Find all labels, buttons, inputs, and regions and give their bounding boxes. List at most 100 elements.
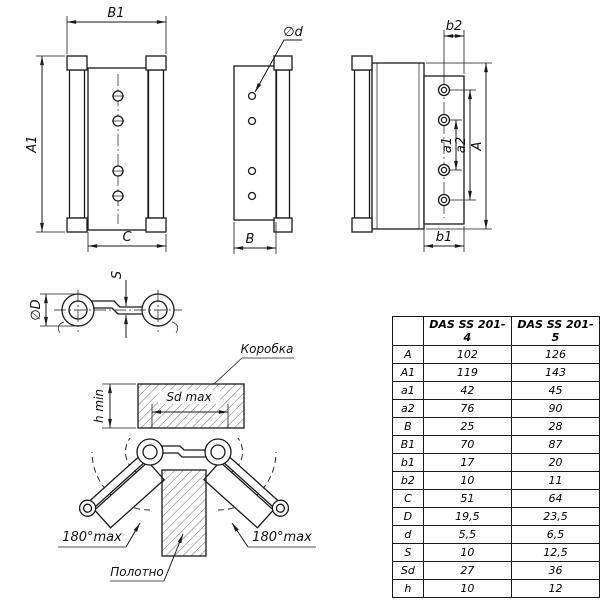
dim-label-a1: a1 bbox=[440, 137, 455, 153]
installation-diagram: Sd max h min Коробка bbox=[58, 342, 316, 582]
spring-housing bbox=[371, 62, 425, 230]
left-barrel-cap-bottom bbox=[66, 217, 88, 233]
dim-label-A: A bbox=[470, 142, 485, 152]
right-barrel-cap-top bbox=[145, 55, 167, 71]
dim-label-a2: a2 bbox=[454, 137, 469, 153]
hinge-strap-section bbox=[89, 300, 147, 315]
param-cell: B bbox=[392, 417, 424, 436]
left-swung-door bbox=[78, 448, 166, 529]
rear-view: b2 a1 a2 A b1 bbox=[351, 19, 492, 252]
side-view: ∅d B bbox=[233, 25, 304, 254]
param-cell: Sd bbox=[392, 561, 424, 580]
value-cell-201-4: 70 bbox=[422, 435, 512, 454]
dim-label-A1: A1 bbox=[25, 135, 40, 153]
sd-max-label: Sd max bbox=[166, 390, 212, 404]
value-cell-201-5: 11 bbox=[510, 471, 600, 490]
value-cell-201-4: 17 bbox=[422, 453, 512, 472]
dim-label-B1: B1 bbox=[107, 6, 124, 21]
value-cell-201-4: 10 bbox=[422, 471, 512, 490]
left-hook bbox=[57, 321, 65, 334]
barrel-cap-bottom bbox=[351, 217, 373, 233]
right-hook bbox=[171, 321, 179, 334]
param-cell: A bbox=[392, 345, 424, 364]
door-outline bbox=[202, 460, 275, 529]
barrel bbox=[353, 69, 371, 219]
param-cell: D bbox=[392, 507, 424, 526]
value-cell-201-5: 20 bbox=[510, 453, 600, 472]
model-header-201-4: DAS SS 201-4 bbox=[422, 316, 512, 346]
screw-holes bbox=[112, 90, 124, 202]
value-cell-201-4: 5,5 bbox=[422, 525, 512, 544]
dim-label-d: ∅d bbox=[283, 25, 303, 40]
right-swung-door bbox=[202, 448, 290, 529]
param-cell: b1 bbox=[392, 453, 424, 472]
value-cell-201-5: 12,5 bbox=[510, 543, 600, 562]
value-cell-201-4: 51 bbox=[422, 489, 512, 508]
barrel-cap-top bbox=[351, 55, 373, 71]
value-cell-201-4: 25 bbox=[422, 417, 512, 436]
leaf-label: Полотно bbox=[110, 565, 164, 579]
section-view: S ∅D bbox=[29, 271, 182, 338]
param-header bbox=[392, 316, 424, 346]
param-cell: a2 bbox=[392, 399, 424, 418]
value-cell-201-5: 36 bbox=[510, 561, 600, 580]
hinge-strap bbox=[161, 445, 207, 458]
dim-label-S: S bbox=[110, 271, 125, 279]
value-cell-201-4: 42 bbox=[422, 381, 512, 400]
dim-label-B: B bbox=[246, 232, 255, 247]
door-leaf bbox=[161, 469, 207, 557]
dim-label-D: ∅D bbox=[29, 299, 44, 320]
value-cell-201-5: 90 bbox=[510, 399, 600, 418]
value-cell-201-5: 87 bbox=[510, 435, 600, 454]
value-cell-201-5: 64 bbox=[510, 489, 600, 508]
param-cell: C bbox=[392, 489, 424, 508]
door-outline bbox=[93, 460, 166, 529]
value-cell-201-5: 28 bbox=[510, 417, 600, 436]
model-header-201-5: DAS SS 201-5 bbox=[510, 316, 600, 346]
left-barrel-cap-top bbox=[66, 55, 88, 71]
barrel-cap-top bbox=[273, 55, 293, 71]
value-cell-201-4: 119 bbox=[422, 363, 512, 382]
value-cell-201-4: 19,5 bbox=[422, 507, 512, 526]
front-view: B1 A1 C bbox=[25, 6, 167, 252]
value-cell-201-5: 126 bbox=[510, 345, 600, 364]
value-cell-201-4: 10 bbox=[422, 543, 512, 562]
param-cell: b2 bbox=[392, 471, 424, 490]
value-cell-201-5: 23,5 bbox=[510, 507, 600, 526]
label-mask bbox=[158, 390, 220, 404]
param-cell: A1 bbox=[392, 363, 424, 382]
param-cell: d bbox=[392, 525, 424, 544]
screw-holes bbox=[437, 83, 451, 207]
value-cell-201-5: 143 bbox=[510, 363, 600, 382]
param-cell: a1 bbox=[392, 381, 424, 400]
param-cell: h bbox=[392, 579, 424, 598]
d-leader-line bbox=[254, 39, 302, 93]
right-barrel bbox=[147, 69, 165, 219]
barrel-cap-bottom bbox=[273, 217, 293, 233]
value-cell-201-5: 6,5 bbox=[510, 525, 600, 544]
barrel-side bbox=[275, 69, 291, 219]
param-cell: S bbox=[392, 543, 424, 562]
h-min-label: h min bbox=[92, 389, 106, 423]
value-cell-201-4: 102 bbox=[422, 345, 512, 364]
dim-label-C: C bbox=[122, 230, 132, 245]
screw-holes bbox=[247, 91, 257, 201]
value-cell-201-5: 45 bbox=[510, 381, 600, 400]
value-cell-201-5: 12 bbox=[510, 579, 600, 598]
right-barrel-cap-bottom bbox=[145, 217, 167, 233]
